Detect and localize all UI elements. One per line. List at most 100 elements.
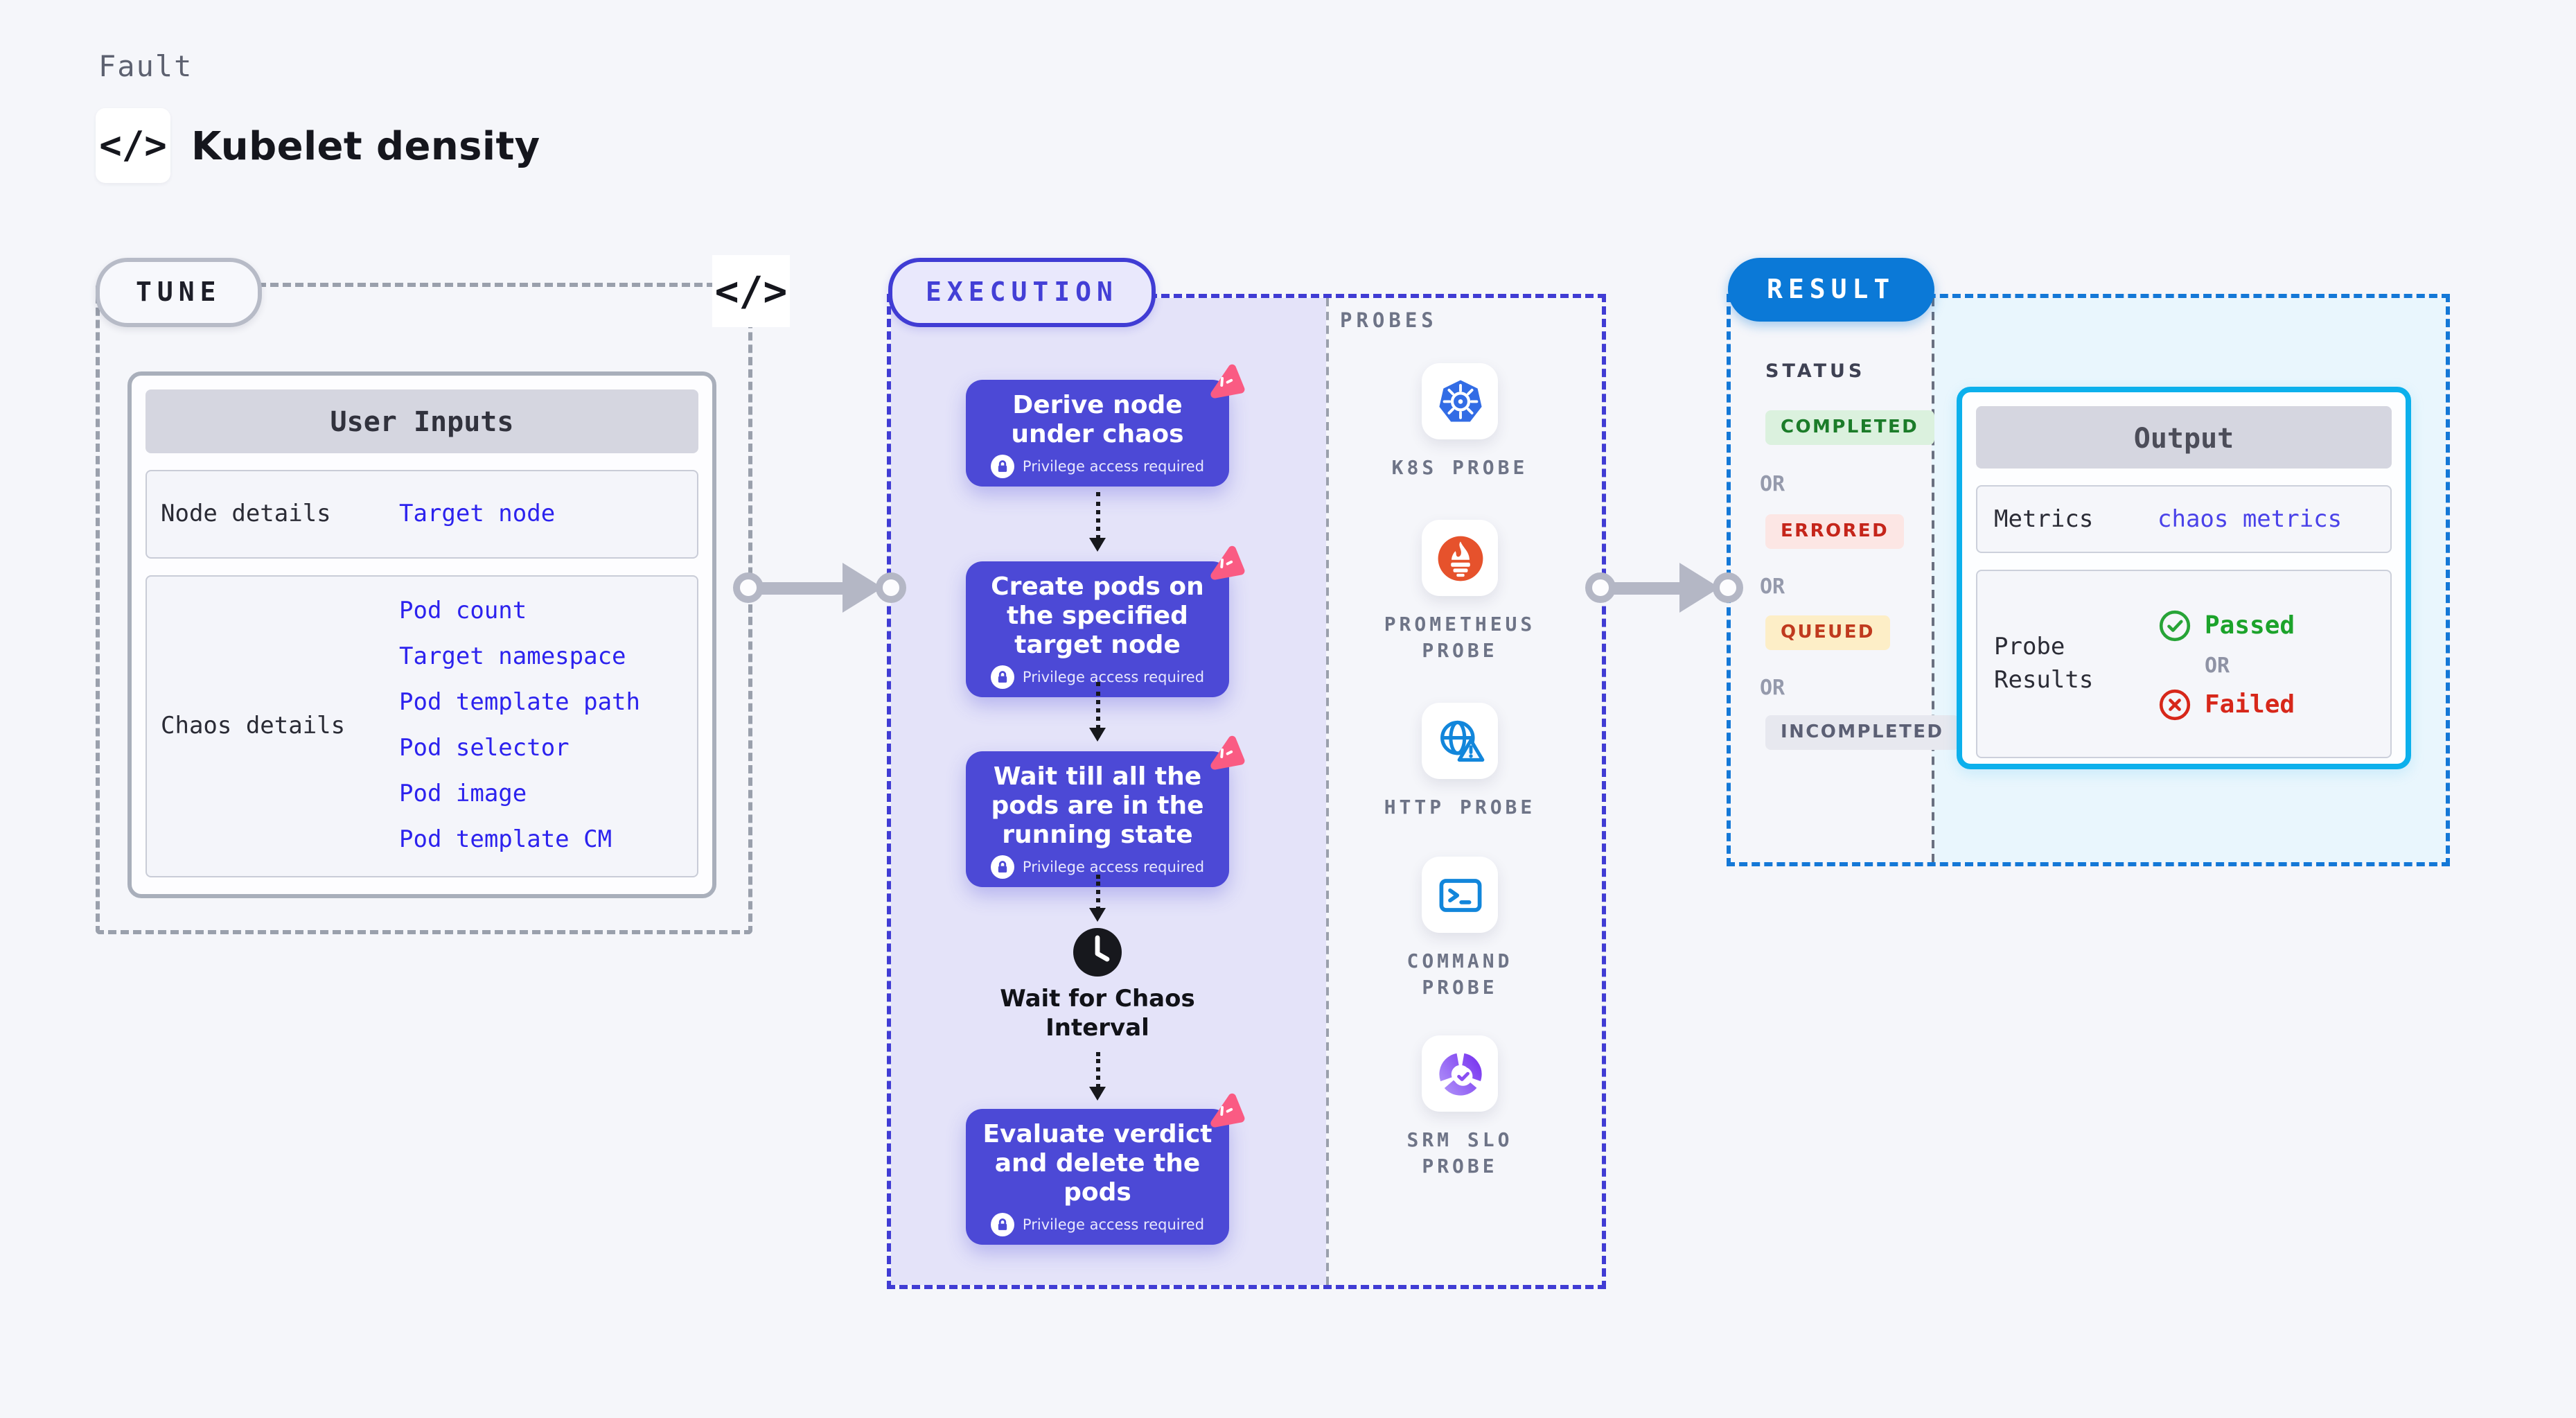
status-badge-errored: ERRORED	[1765, 514, 1905, 549]
flow-arrow-4	[1089, 1052, 1106, 1101]
failed-label: Failed	[2205, 690, 2295, 719]
flow-arrow-1	[1089, 492, 1106, 552]
input-link-pod-selector[interactable]: Pod selector	[399, 735, 570, 762]
input-link-target-namespace[interactable]: Target namespace	[399, 643, 626, 671]
privilege-badge-text: Privilege access required	[1022, 859, 1205, 875]
verdict-failed: Failed	[2158, 688, 2390, 722]
input-link-pod-template-cm[interactable]: Pod template CM	[399, 826, 612, 854]
user-inputs-header: User Inputs	[145, 389, 698, 453]
verdict-passed: Passed	[2158, 609, 2390, 643]
code-glyph: </>	[714, 268, 788, 315]
result-divider	[1932, 298, 1934, 862]
lock-icon	[990, 855, 1014, 879]
connector-dot	[876, 572, 906, 603]
tune-pill: TUNE	[96, 258, 262, 327]
step-title: Wait till all the pods are in the runnin…	[991, 762, 1204, 850]
metrics-row: Metrics chaos metrics	[1976, 485, 2392, 553]
probe-label: HTTP PROBE	[1384, 797, 1536, 819]
step-card-3: Wait till all the pods are in the runnin…	[966, 735, 1245, 887]
status-badge-completed: COMPLETED	[1765, 410, 1934, 445]
fault-eyebrow: Fault	[98, 50, 193, 83]
probe-results-label: Probe Results	[1994, 633, 2094, 694]
status-or-1: OR	[1760, 471, 1785, 496]
output-header: Output	[1976, 406, 2392, 469]
tune-code-icon: </>	[712, 255, 790, 327]
input-link-pod-count[interactable]: Pod count	[399, 597, 527, 625]
metrics-value[interactable]: chaos metrics	[2158, 505, 2343, 533]
status-label: STATUS	[1765, 360, 1866, 383]
status-badge-queued: QUEUED	[1765, 615, 1890, 650]
chaos-logo-icon	[1210, 364, 1245, 399]
chaos-logo-icon	[1210, 1093, 1245, 1128]
step-card-2: Create pods on the specified target node…	[966, 545, 1245, 697]
kubernetes-icon	[1422, 363, 1498, 439]
row-label: Chaos details	[161, 712, 346, 740]
probe-label: SRM SLO	[1406, 1130, 1513, 1152]
x-circle-icon	[2159, 689, 2191, 721]
probes-to-result-arrow	[1585, 563, 1743, 613]
wait-step-label: Wait for Chaos Interval	[1000, 986, 1195, 1042]
input-link-pod-template-path[interactable]: Pod template path	[399, 689, 640, 717]
flow-arrow-2	[1089, 682, 1106, 742]
probe-k8s: K8S PROBE	[1339, 363, 1581, 482]
chaos-logo-icon	[1210, 735, 1245, 770]
node-details-row: Node details Target node	[145, 470, 698, 559]
probe-prometheus: PROMETHEUS PROBE	[1339, 520, 1581, 665]
page-title: Kubelet density	[191, 123, 540, 169]
input-link-pod-image[interactable]: Pod image	[399, 780, 527, 808]
status-badge-incompleted: INCOMPLETED	[1765, 715, 1959, 750]
chaos-logo-icon	[1210, 545, 1245, 580]
probe-srm: SRM SLO PROBE	[1339, 1035, 1581, 1181]
user-inputs-card: User Inputs Node details Target node Cha…	[127, 371, 716, 898]
probe-label: K8S PROBE	[1391, 457, 1528, 480]
probes-divider	[1326, 298, 1329, 1285]
terminal-icon	[1422, 857, 1498, 933]
clock-icon	[1073, 928, 1122, 977]
status-or-2: OR	[1760, 574, 1785, 599]
verdict-or: OR	[2205, 653, 2230, 678]
probe-label: PROBE	[1422, 977, 1498, 999]
step-title: Derive node under chaos	[1011, 391, 1184, 449]
probe-label: PROBE	[1422, 1156, 1498, 1178]
arrow-shaft	[1612, 581, 1684, 594]
check-circle-icon	[2159, 610, 2191, 642]
step-card-1: Derive node under chaos Privilege access…	[966, 364, 1245, 487]
privilege-badge-text: Privilege access required	[1022, 458, 1205, 475]
passed-label: Passed	[2205, 611, 2295, 640]
probe-label: COMMAND	[1406, 951, 1513, 973]
http-globe-icon	[1422, 703, 1498, 779]
result-pill: RESULT	[1728, 258, 1934, 322]
row-label: Node details	[161, 500, 331, 528]
execution-pill: EXECUTION	[888, 258, 1156, 327]
tune-section	[96, 283, 752, 934]
lock-icon	[990, 1213, 1014, 1236]
probe-results-row: Probe Results Passed OR Faile	[1976, 570, 2392, 758]
lock-icon	[990, 455, 1014, 478]
connector-dot	[733, 572, 764, 603]
privilege-badge-text: Privilege access required	[1022, 1216, 1205, 1233]
probe-label: PROBE	[1422, 640, 1498, 663]
output-card: Output Metrics chaos metrics Probe Resul…	[1957, 387, 2411, 769]
status-or-3: OR	[1760, 675, 1785, 700]
metrics-label: Metrics	[1994, 505, 2094, 533]
probe-label: PROMETHEUS	[1384, 614, 1536, 636]
connector-dot	[1585, 572, 1616, 603]
tune-to-execution-arrow	[733, 563, 906, 613]
prometheus-icon	[1422, 520, 1498, 596]
step-title: Evaluate verdict and delete the pods	[982, 1120, 1212, 1207]
slo-donut-icon	[1422, 1035, 1498, 1112]
probe-http: HTTP PROBE	[1339, 703, 1581, 822]
connector-dot	[1713, 572, 1743, 603]
chaos-details-row: Chaos details Pod count Target namespace…	[145, 575, 698, 877]
input-link-target-node[interactable]: Target node	[399, 500, 556, 527]
code-glyph: </>	[99, 124, 167, 167]
probe-command: COMMAND PROBE	[1339, 857, 1581, 1002]
step-title: Create pods on the specified target node	[991, 572, 1204, 660]
probes-label: PROBES	[1340, 310, 1438, 333]
arrow-shaft	[759, 581, 847, 594]
privilege-badge-text: Privilege access required	[1022, 669, 1205, 685]
title-code-icon: </>	[96, 108, 170, 183]
flow-arrow-3	[1089, 875, 1106, 922]
lock-icon	[990, 665, 1014, 689]
